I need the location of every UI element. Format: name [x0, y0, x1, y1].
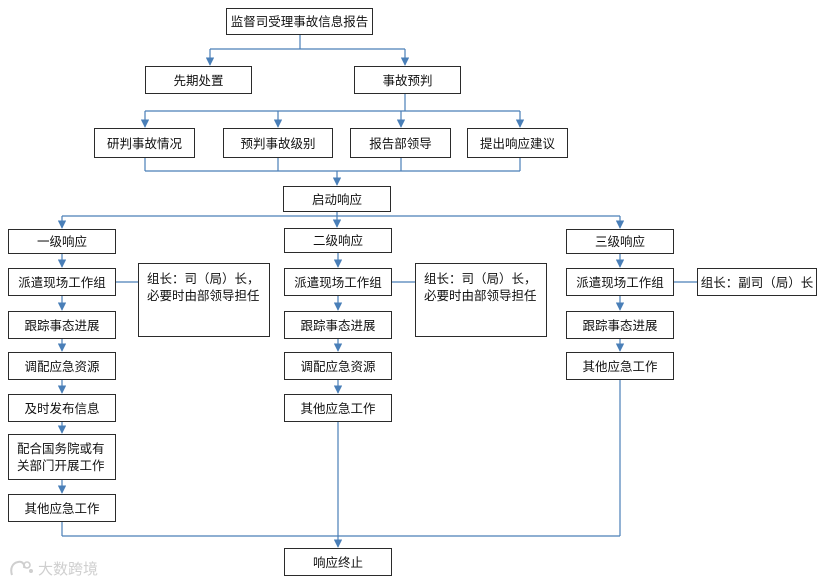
level3-title: 三级响应 [566, 229, 674, 254]
watermark-logo-icon [10, 560, 33, 575]
node-inform: 报告部领导 [350, 128, 451, 158]
level3-step-other: 其他应急工作 [566, 352, 674, 380]
level1-step-publish: 及时发布信息 [8, 394, 116, 422]
node-report: 监督司受理事故信息报告 [226, 8, 373, 35]
level1-step-dispatch: 派遣现场工作组 [8, 268, 116, 296]
level3-note: 组长：副司（局）长 [697, 268, 817, 296]
node-start: 启动响应 [283, 186, 391, 212]
node-suggest: 提出响应建议 [467, 128, 568, 158]
watermark: 大数跨境 [8, 558, 98, 579]
level2-note: 组长：司（局）长，必要时由部领导担任 [415, 263, 547, 337]
level2-step-allocate: 调配应急资源 [284, 352, 392, 380]
level3-step-dispatch: 派遣现场工作组 [566, 268, 674, 296]
level1-step-other: 其他应急工作 [8, 494, 116, 522]
level1-step-track: 跟踪事态进展 [8, 311, 116, 339]
node-prejudge: 事故预判 [354, 66, 461, 94]
level2-step-other: 其他应急工作 [284, 394, 392, 422]
level2-step-dispatch: 派遣现场工作组 [284, 268, 392, 296]
level1-step-cooperate: 配合国务院或有关部门开展工作 [8, 434, 116, 480]
level1-title: 一级响应 [8, 229, 116, 254]
level1-step-allocate: 调配应急资源 [8, 352, 116, 380]
level1-note: 组长：司（局）长，必要时由部领导担任 [138, 263, 270, 337]
level3-step-track: 跟踪事态进展 [566, 311, 674, 339]
node-grade: 预判事故级别 [223, 128, 333, 158]
node-end: 响应终止 [284, 548, 392, 576]
level2-title: 二级响应 [284, 228, 392, 253]
node-study: 研判事故情况 [94, 128, 195, 158]
watermark-text: 大数跨境 [38, 560, 99, 578]
level2-step-track: 跟踪事态进展 [284, 311, 392, 339]
node-early-handling: 先期处置 [145, 66, 252, 94]
